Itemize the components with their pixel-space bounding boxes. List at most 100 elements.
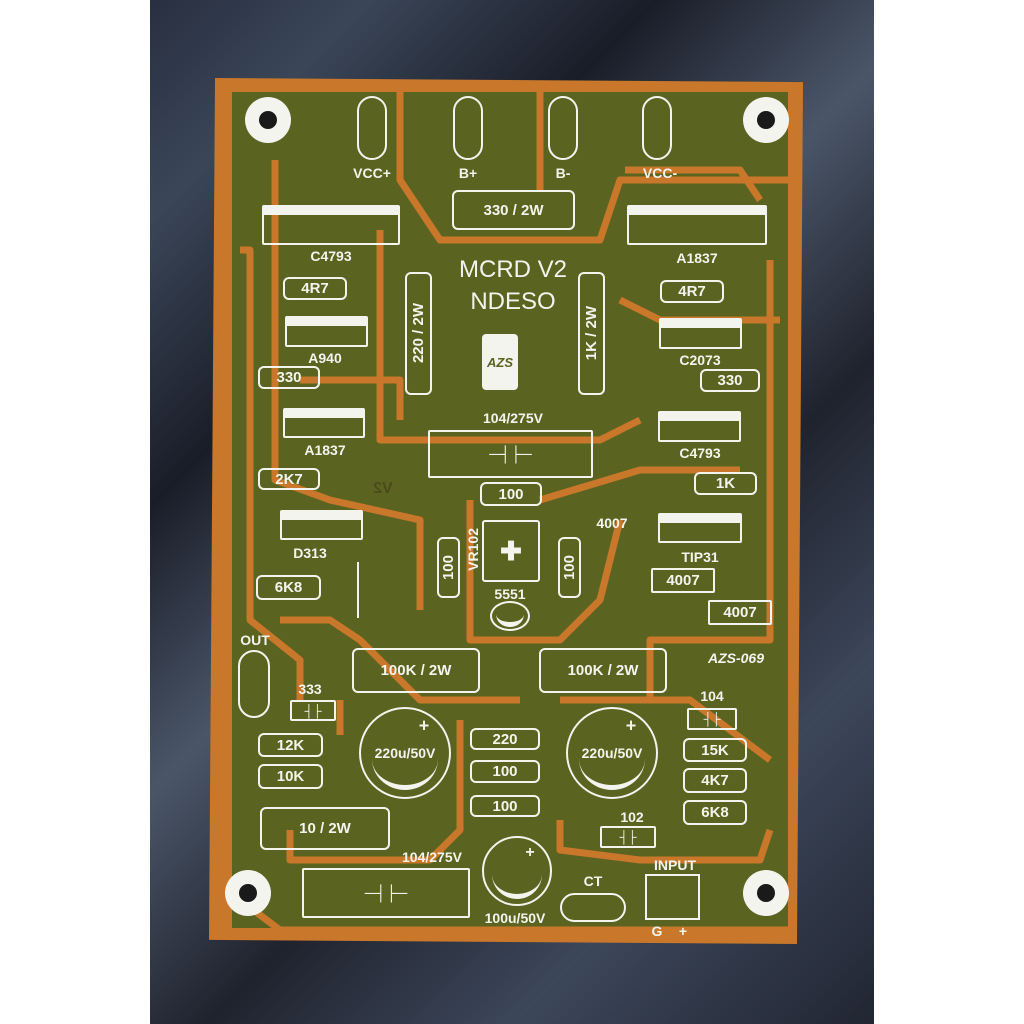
transistor-label: TIP31 xyxy=(681,549,719,565)
trimmer-plus-icon: ✚ xyxy=(500,535,522,566)
trimmer-label: VR102 xyxy=(465,528,481,571)
resistor-220-2w: 220 / 2W xyxy=(405,272,432,395)
capacitor-104-275v-bottom: ─┤├─ xyxy=(302,868,470,918)
resistor-12k: 12K xyxy=(258,733,323,757)
transistor-c4793-big xyxy=(262,205,400,245)
board-subtitle: NDESO xyxy=(470,288,556,315)
model-label: AZS-069 xyxy=(707,650,765,666)
capacitor-104-275v-top: ─┤├─ xyxy=(428,430,593,478)
capacitor-symbol-icon: ─┤├─ xyxy=(364,884,408,902)
input-ground-label: G xyxy=(651,923,663,939)
ct-label: CT xyxy=(583,873,603,889)
capacitor-label: 104/275V xyxy=(402,849,462,865)
resistor-1k-2w: 1K / 2W xyxy=(578,272,605,395)
vcc-minus-pad xyxy=(642,96,672,160)
resistor-label: 1K / 2W xyxy=(583,306,600,361)
resistor-100-vertical-right: 100 xyxy=(558,537,581,598)
transistor-label: C4793 xyxy=(679,445,721,461)
transistor-label: C4793 xyxy=(310,248,352,264)
transistor-d313 xyxy=(280,510,363,540)
diode-4007-b: 4007 xyxy=(708,600,772,625)
capacitor-220u-right: 220u/50V xyxy=(566,707,658,799)
mounting-hole xyxy=(743,97,789,143)
capacitor-100u xyxy=(482,836,552,906)
vcc-minus-label: VCC- xyxy=(642,165,678,181)
capacitor-symbol-icon: ─┤├─ xyxy=(489,445,532,463)
polarity-plus-icon: + xyxy=(625,715,637,736)
resistor-1k: 1K xyxy=(694,472,757,495)
out-pad xyxy=(238,650,270,718)
transistor-c4793 xyxy=(658,411,741,442)
transistor-label: C2073 xyxy=(679,352,721,368)
capacitor-symbol-icon: ┤├ xyxy=(304,703,322,718)
diode-4007-a: 4007 xyxy=(651,568,715,593)
diode-label: 4007 xyxy=(596,515,628,531)
mirror-text: V2 xyxy=(373,480,393,497)
capacitor-symbol-icon: ┤├ xyxy=(703,712,721,726)
photo-border-right xyxy=(874,0,1024,1024)
input-label: INPUT xyxy=(654,857,696,873)
resistor-100-horizontal: 100 xyxy=(480,482,542,506)
resistor-330-left: 330 xyxy=(258,366,320,389)
resistor-100k-2w-left: 100K / 2W xyxy=(352,648,480,693)
transistor-c2073 xyxy=(659,318,742,349)
input-connector xyxy=(645,874,700,920)
capacitor-220u-left: 220u/50V xyxy=(359,707,451,799)
out-label: OUT xyxy=(240,632,270,648)
transistor-label: A1837 xyxy=(304,442,346,458)
b-minus-pad xyxy=(548,96,578,160)
b-plus-label: B+ xyxy=(458,165,478,181)
resistor-330-2w: 330 / 2W xyxy=(452,190,575,230)
resistor-10k: 10K xyxy=(258,764,323,789)
resistor-10-2w: 10 / 2W xyxy=(260,807,390,850)
input-plus-label: + xyxy=(678,923,688,939)
capacitor-label: 100u/50V xyxy=(484,910,546,926)
capacitor-label: 333 xyxy=(298,681,322,697)
resistor-330-right: 330 xyxy=(700,369,760,392)
resistor-100k-2w-right: 100K / 2W xyxy=(539,648,667,693)
capacitor-symbol-icon: ┤├ xyxy=(619,830,637,844)
resistor-100-vertical-left: 100 xyxy=(437,537,460,598)
transistor-tip31 xyxy=(658,513,742,543)
resistor-4r7-left: 4R7 xyxy=(283,277,347,300)
transistor-a1837-big xyxy=(627,205,767,245)
polarity-plus-icon: + xyxy=(418,715,430,736)
transistor-a1837 xyxy=(283,408,365,438)
vcc-plus-pad xyxy=(357,96,387,160)
resistor-2k7: 2K7 xyxy=(258,468,320,490)
transistor-a940 xyxy=(285,316,368,347)
transistor-label: D313 xyxy=(293,545,327,561)
capacitor-102: ┤├ xyxy=(600,826,656,848)
b-minus-label: B- xyxy=(555,165,571,181)
jumper-wire xyxy=(357,562,359,618)
trimmer-vr102: ✚ xyxy=(482,520,540,582)
transistor-label: A1837 xyxy=(676,250,718,266)
board-title: MCRD V2 xyxy=(458,256,568,283)
resistor-6k8-left: 6K8 xyxy=(256,575,321,600)
capacitor-333: ┤├ xyxy=(290,700,336,721)
transistor-5551-outline xyxy=(490,601,530,631)
resistor-4r7-right: 4R7 xyxy=(660,280,724,303)
resistor-100-a: 100 xyxy=(470,760,540,783)
capacitor-label: 104/275V xyxy=(483,410,543,426)
resistor-label: 100 xyxy=(561,554,578,581)
b-plus-pad xyxy=(453,96,483,160)
capacitor-104: ┤├ xyxy=(687,708,737,730)
mounting-hole xyxy=(245,97,291,143)
ct-pad xyxy=(560,893,626,922)
capacitor-label: 102 xyxy=(620,809,644,825)
mounting-hole xyxy=(225,870,271,916)
transistor-label: A940 xyxy=(308,350,342,366)
capacitor-label: 104 xyxy=(700,688,724,704)
resistor-15k: 15K xyxy=(683,738,747,762)
mounting-hole xyxy=(743,870,789,916)
vcc-plus-label: VCC+ xyxy=(353,165,391,181)
azs-logo: AZS xyxy=(482,334,518,390)
resistor-label: 220 / 2W xyxy=(410,303,427,364)
resistor-4k7: 4K7 xyxy=(683,768,747,793)
polarity-plus-icon: + xyxy=(525,844,535,861)
photo-border-left xyxy=(0,0,150,1024)
transistor-label: 5551 xyxy=(494,586,526,602)
resistor-6k8-right: 6K8 xyxy=(683,800,747,825)
resistor-label: 100 xyxy=(440,554,457,581)
